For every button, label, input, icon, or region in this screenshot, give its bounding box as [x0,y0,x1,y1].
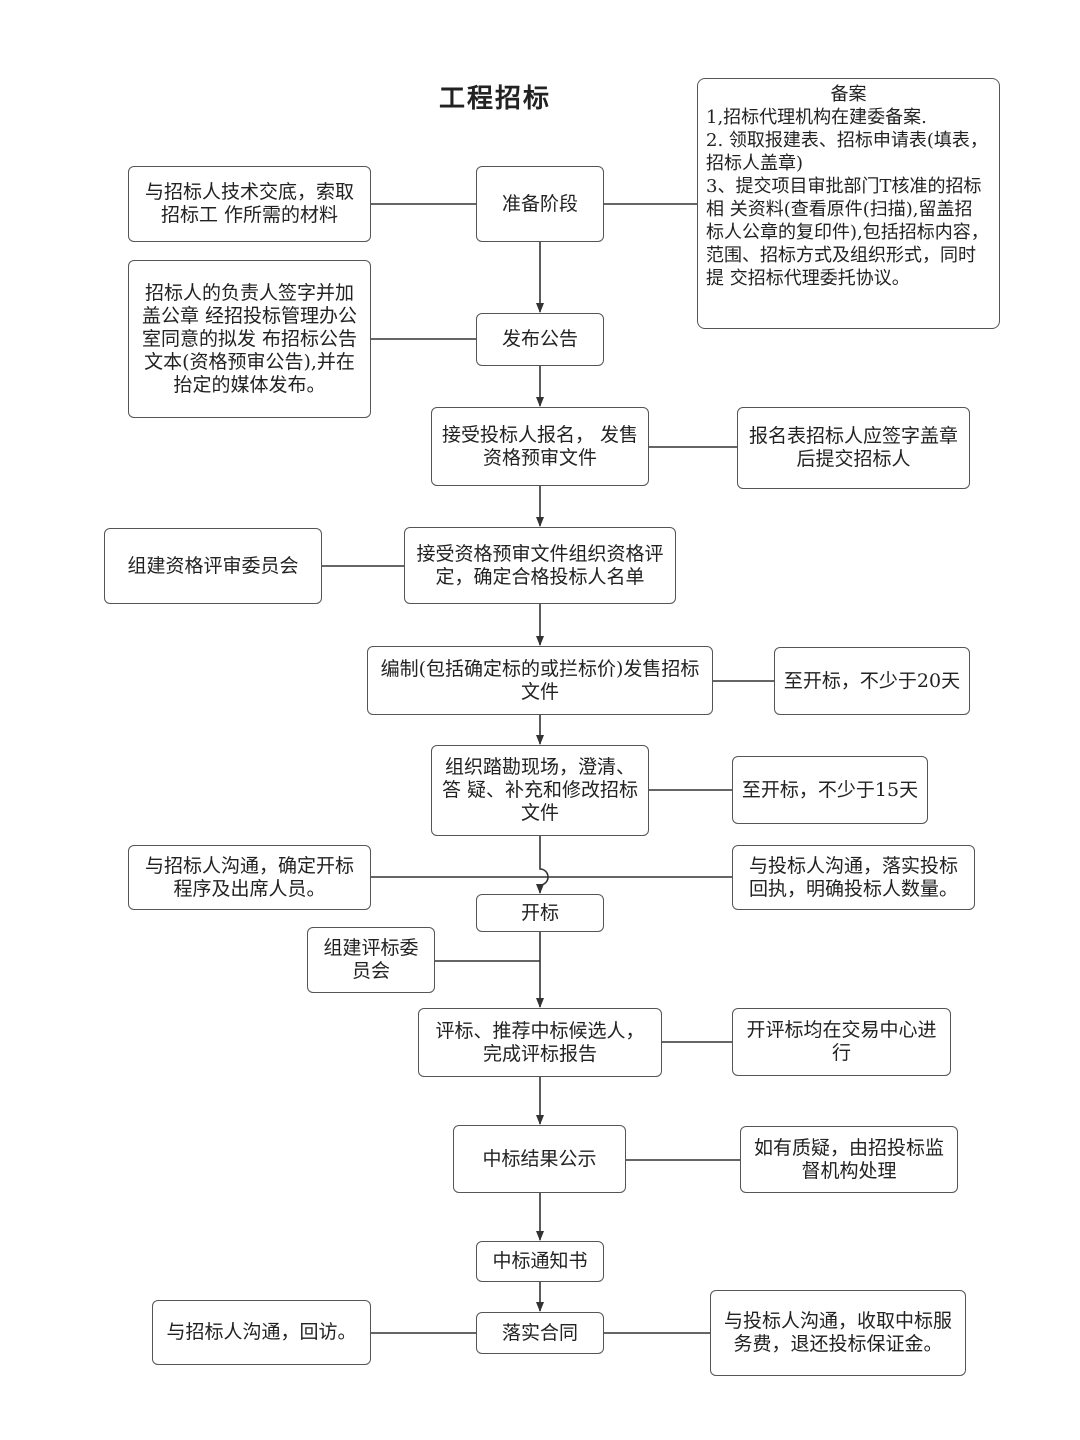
record-filing-box: 备案 1,招标代理机构在建委备案. 2. 领取报建表、招标申请表(填表， 招标人… [697,78,1000,329]
step-evaluate-label: 评标、推荐中标候选人，完成评标报告 [435,1019,645,1065]
step-tender-docs-label: 编制(包括确定标的或拦标价)发售招标文件 [380,657,700,703]
note-site-right-text: 至开标，不少于15天 [741,778,919,801]
note-committee-left: 组建评标委员会 [307,927,435,993]
step-prequal: 接受资格预审文件组织资格评定，确定合格投标人名单 [404,527,676,604]
step-open-bid: 开标 [476,894,604,932]
note-register-right: 报名表招标人应签字盖章后提交招标人 [737,407,970,489]
step-open-bid-label: 开标 [520,901,559,924]
step-announce-label: 发布公告 [501,328,578,350]
step-prequal-label: 接受资格预审文件组织资格评定，确定合格投标人名单 [416,542,664,588]
note-committee-left-text: 组建评标委员会 [323,937,419,982]
step-publicize-label: 中标结果公示 [482,1147,597,1170]
note-register-right-text: 报名表招标人应签字盖章后提交招标人 [748,425,958,470]
note-contract-right: 与投标人沟通，收取中标服务费，退还投标保证金。 [710,1290,966,1376]
note-prequal-left: 组建资格评审委员会 [104,528,322,604]
note-publicize-right-text: 如有质疑，由招投标监督机构处理 [753,1136,944,1182]
step-site-visit-label: 组织踏勘现场，澄清、答 疑、补充和修改招标文件 [441,756,639,824]
step-site-visit: 组织踏勘现场，澄清、答 疑、补充和修改招标文件 [431,745,649,836]
note-contract-left: 与招标人沟通，回访。 [152,1300,371,1365]
page-title: 工程招标 [438,84,551,114]
step-prepare: 准备阶段 [476,166,604,242]
step-contract: 落实合同 [476,1312,604,1354]
note-evaluate-right: 开评标均在交易中心进行 [732,1008,951,1076]
step-announce: 发布公告 [476,313,604,366]
note-tender-right: 至开标，不少于20天 [774,647,970,715]
step-contract-label: 落实合同 [501,1321,578,1344]
record-heading: 备案 [830,84,867,105]
note-site-right: 至开标，不少于15天 [732,756,928,824]
note-announce-left-text: 招标人的负责人签字并加盖公章 经招投标管理办公室同意的拟发 布招标公告文本(资格… [141,281,358,396]
note-prepare-left-text: 与招标人技术交底，索取招标工 作所需的材料 [144,181,354,226]
step-publicize: 中标结果公示 [453,1125,626,1193]
note-contract-right-text: 与投标人沟通，收取中标服务费，退还投标保证金。 [723,1310,952,1355]
note-open-left: 与招标人沟通，确定开标程序及出席人员。 [128,845,371,910]
record-item-3: 3、提交项目审批部门T核准的招标相 关资料(查看原件(扫描),留盖招 标人公章的… [706,176,989,289]
record-item-2: 2. 领取报建表、招标申请表(填表， 招标人盖章) [706,130,988,174]
note-open-left-text: 与招标人沟通，确定开标程序及出席人员。 [144,854,354,900]
step-prepare-label: 准备阶段 [501,192,578,215]
step-register: 接受投标人报名， 发售资格预审文件 [431,407,649,486]
note-evaluate-right-text: 开评标均在交易中心进行 [746,1019,937,1064]
note-contract-left-text: 与招标人沟通，回访。 [166,1321,357,1343]
note-tender-right-text: 至开标，不少于20天 [783,669,961,692]
note-prepare-left: 与招标人技术交底，索取招标工 作所需的材料 [128,166,371,242]
note-open-right-text: 与投标人沟通，落实投标回执，明确投标人数量。 [748,854,958,900]
step-register-label: 接受投标人报名， 发售资格预审文件 [441,423,639,469]
step-evaluate: 评标、推荐中标候选人，完成评标报告 [418,1008,662,1077]
note-open-right: 与投标人沟通，落实投标回执，明确投标人数量。 [732,845,975,910]
step-notice-label: 中标通知书 [492,1250,588,1272]
note-publicize-right: 如有质疑，由招投标监督机构处理 [740,1126,958,1193]
note-prequal-left-text: 组建资格评审委员会 [127,554,299,577]
step-notice: 中标通知书 [476,1241,604,1282]
record-item-1: 1,招标代理机构在建委备案. [706,107,927,128]
note-announce-left: 招标人的负责人签字并加盖公章 经招投标管理办公室同意的拟发 布招标公告文本(资格… [128,260,371,418]
step-tender-docs: 编制(包括确定标的或拦标价)发售招标文件 [367,646,713,715]
arrow-site-open [536,836,549,894]
